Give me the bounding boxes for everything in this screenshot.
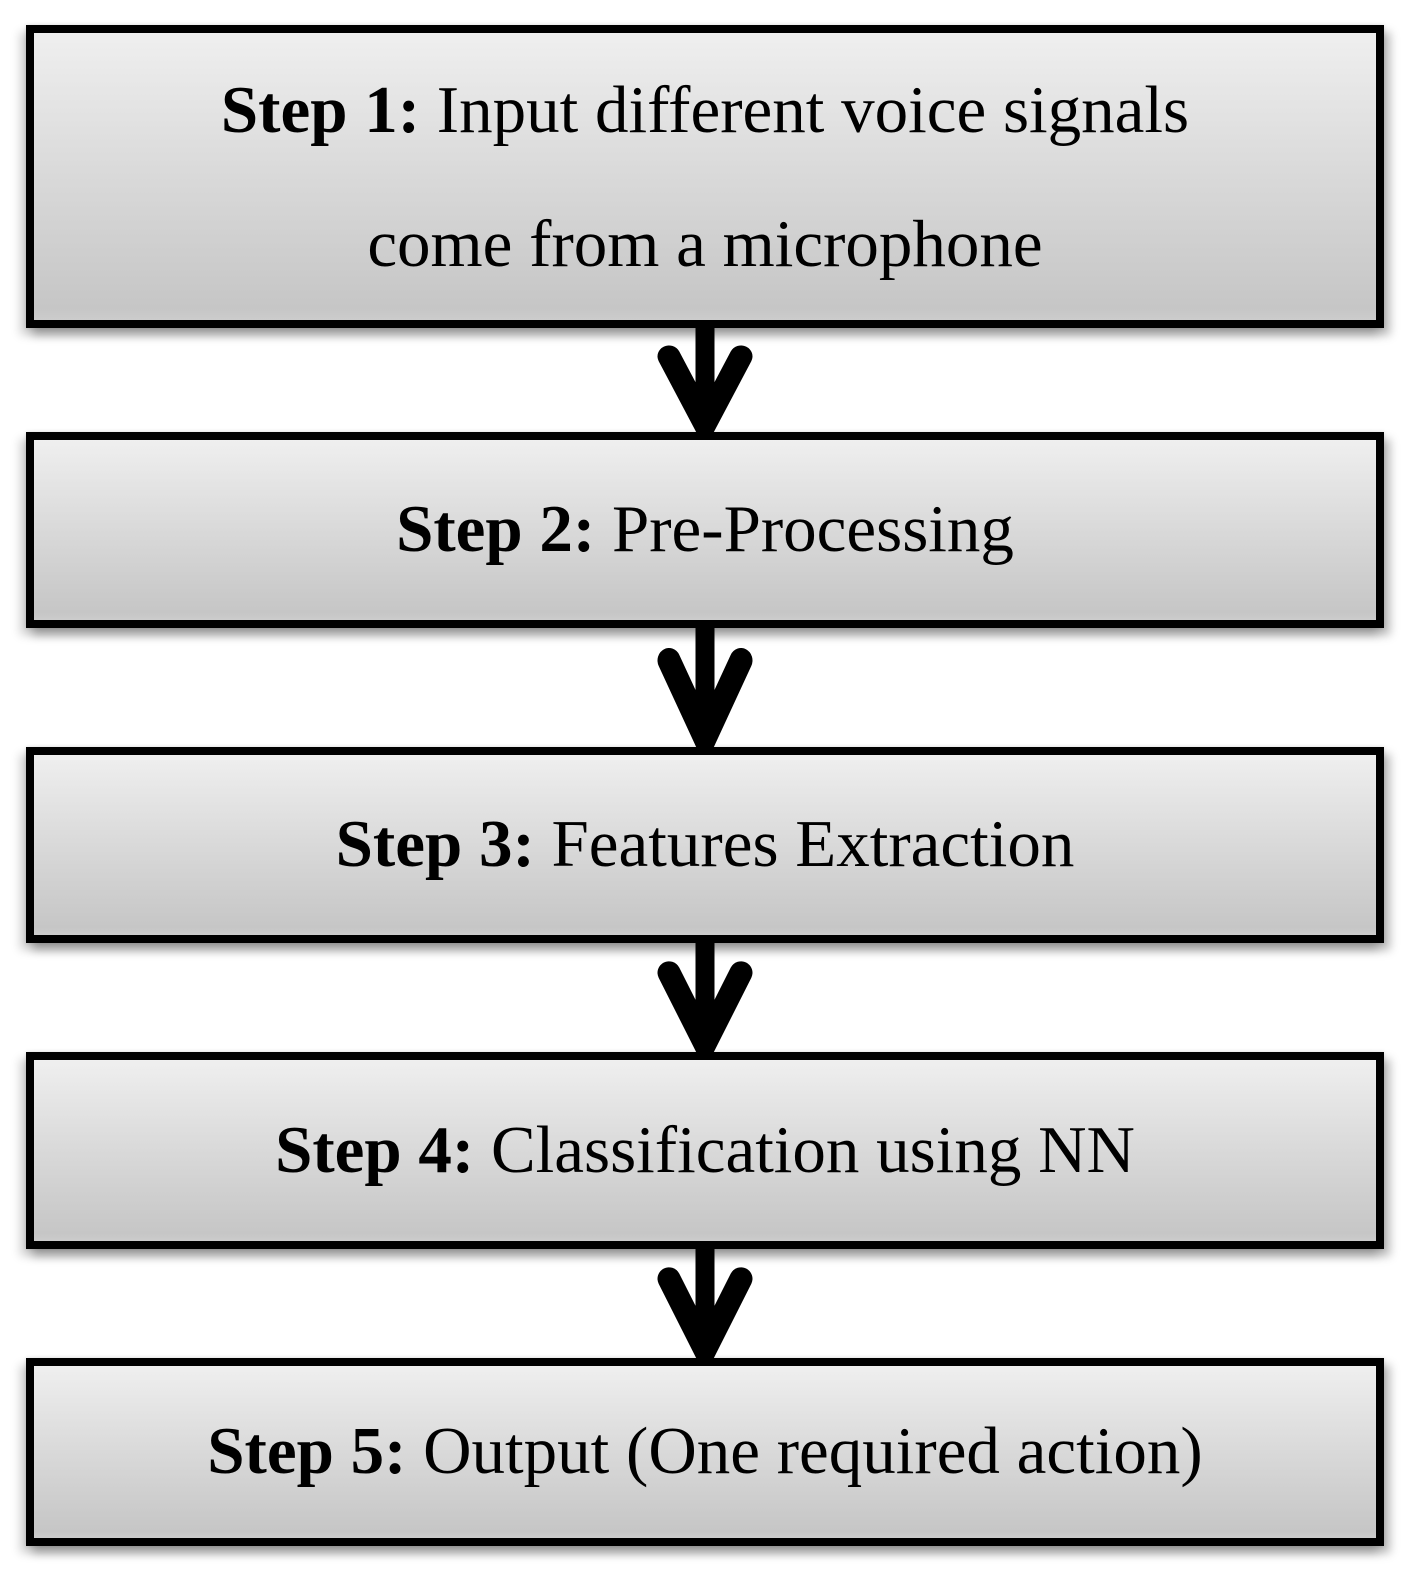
step-text: Input different voice signals [436,72,1190,147]
step-label: Step 2: [396,492,596,567]
step-text: Pre-Processing [611,492,1014,567]
step-label: Step 4: [275,1112,475,1187]
flow-step-4: Step 4: Classification using NN [26,1052,1384,1249]
down-arrow-icon [657,328,753,432]
down-arrow-icon [657,628,753,747]
flow-step-2: Step 2: Pre-Processing [26,432,1384,628]
down-arrow-icon [657,1249,753,1358]
flow-step-1-line-1: Step 1: Input different voice signals [221,43,1189,177]
step-label: Step 3: [335,807,535,882]
flow-step-2-text: Step 2: Pre-Processing [396,488,1014,572]
down-arrow-icon [657,943,753,1052]
step-text: Features Extraction [551,807,1075,882]
step-text: Classification using NN [490,1112,1135,1187]
step-label: Step 1: [220,72,421,147]
flow-step-3-text: Step 3: Features Extraction [336,803,1075,887]
flow-step-3: Step 3: Features Extraction [26,747,1384,943]
flow-step-4-text: Step 4: Classification using NN [275,1109,1135,1193]
flow-step-1-text: Step 1: Input different voice signals co… [221,43,1189,311]
flow-step-5-text: Step 5: Output (One required action) [207,1410,1202,1494]
step-text: come from a microphone [367,206,1043,281]
step-label: Step 5: [207,1414,407,1489]
flow-step-5: Step 5: Output (One required action) [26,1358,1384,1546]
flow-step-1: Step 1: Input different voice signals co… [26,25,1384,328]
step-text: Output (One required action) [423,1414,1203,1489]
flow-step-1-line-2: come from a microphone [221,177,1189,311]
